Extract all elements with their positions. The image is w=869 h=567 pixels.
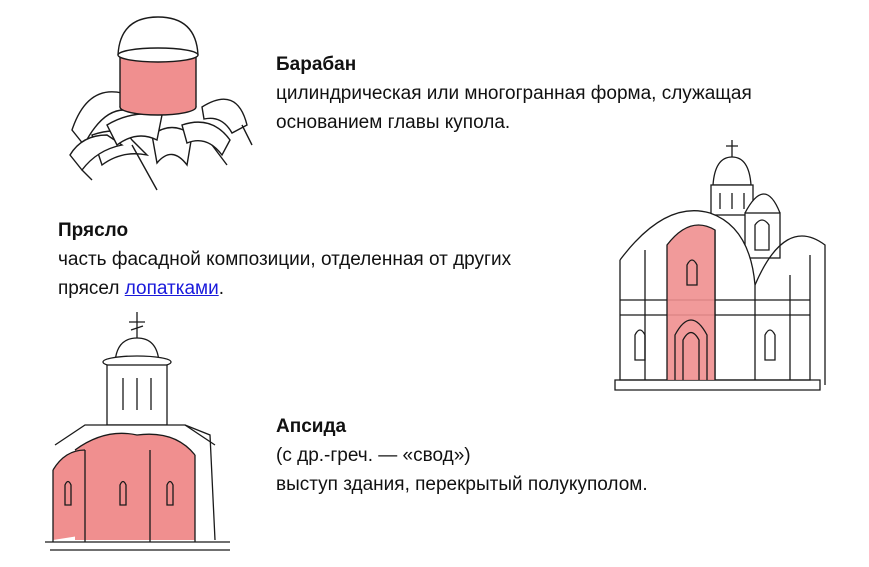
- church-apse-illustration: [45, 312, 230, 551]
- church-facade-illustration: [614, 140, 826, 391]
- lopatki-link[interactable]: лопатками: [124, 278, 219, 299]
- apsida-definition-line2: выступ здания, перекрытый полукуполом.: [276, 474, 648, 495]
- baraban-definition-line2: основанием главы купола.: [276, 112, 511, 133]
- drum-illustration: [69, 16, 253, 191]
- baraban-definition-line1: цилиндрическая или многогранная форма, с…: [276, 83, 752, 104]
- pryaslo-line2-prefix: прясел: [58, 278, 125, 299]
- apsida-term: Апсида: [276, 416, 347, 437]
- pryaslo-term: Прясло: [58, 220, 129, 241]
- baraban-term: Барабан: [276, 54, 357, 75]
- apsida-definition-line1: (с др.-греч. — «свод»): [276, 445, 471, 466]
- pryaslo-definition-line2: прясел лопатками.: [58, 274, 511, 303]
- apsida-entry: Апсида (с др.-греч. — «свод») выступ зда…: [276, 412, 648, 499]
- pryaslo-definition-line1: часть фасадной композиции, отделенная от…: [58, 249, 512, 270]
- pryaslo-line2-suffix: .: [218, 278, 224, 299]
- pryaslo-entry: Прясло часть фасадной композиции, отделе…: [58, 216, 511, 303]
- baraban-entry: Барабан цилиндрическая или многогранная …: [276, 50, 752, 137]
